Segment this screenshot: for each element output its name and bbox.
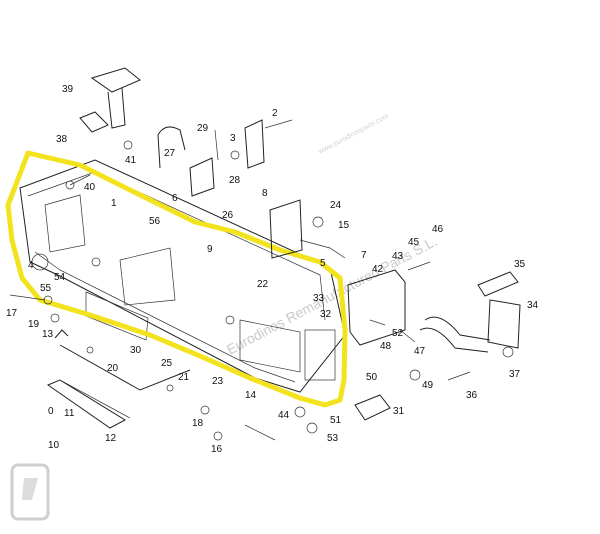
callout-22: 22 [257, 279, 269, 290]
callout-8: 8 [262, 188, 268, 199]
right-mount-plate [347, 261, 431, 346]
upper-loop [157, 126, 240, 197]
right-step-bracket [419, 271, 521, 358]
callout-0: 0 [48, 406, 54, 417]
callout-36: 36 [466, 390, 478, 401]
callout-4: 4 [28, 260, 34, 271]
lower-step [46, 379, 131, 429]
callout-25: 25 [161, 358, 173, 369]
bumper-panel [19, 159, 346, 393]
callout-55: 55 [40, 283, 52, 294]
highlight-outline [5, 150, 348, 408]
callout-16: 16 [211, 444, 223, 455]
callout-19: 19 [28, 319, 40, 330]
callout-54: 54 [54, 272, 66, 283]
callout-14: 14 [245, 390, 257, 401]
callout-layer: 3938414012329272865626982415752233324545… [6, 84, 539, 455]
callout-50: 50 [366, 372, 378, 383]
callout-28: 28 [229, 175, 241, 186]
callout-45: 45 [408, 237, 420, 248]
callout-12: 12 [105, 433, 117, 444]
callout-40: 40 [84, 182, 96, 193]
callout-49: 49 [422, 380, 434, 391]
callout-21: 21 [178, 372, 190, 383]
callout-17: 17 [6, 308, 18, 319]
callout-9: 9 [207, 244, 213, 255]
upper-hinge [244, 119, 293, 169]
callout-13: 13 [42, 329, 54, 340]
callout-30: 30 [130, 345, 142, 356]
corner-cap [354, 394, 391, 421]
hardware-lower [9, 294, 471, 441]
callout-7: 7 [361, 250, 367, 261]
lower-tube [54, 329, 191, 391]
callout-37: 37 [509, 369, 521, 380]
callout-24: 24 [330, 200, 342, 211]
callout-34: 34 [527, 300, 539, 311]
callout-53: 53 [327, 433, 339, 444]
callout-6: 6 [172, 193, 178, 204]
callout-51: 51 [330, 415, 342, 426]
callout-27: 27 [164, 148, 176, 159]
callout-10: 10 [48, 440, 60, 451]
callout-3: 3 [230, 133, 236, 144]
callout-48: 48 [380, 341, 392, 352]
callout-42: 42 [372, 264, 384, 275]
callout-29: 29 [197, 123, 209, 134]
callout-18: 18 [192, 418, 204, 429]
callout-11: 11 [64, 408, 75, 419]
callout-20: 20 [107, 363, 119, 374]
callout-33: 33 [313, 293, 325, 304]
callout-44: 44 [278, 410, 290, 421]
callout-2: 2 [272, 108, 278, 119]
watermark-text: Eurodinos Remanufactured Parts S.L. [224, 233, 440, 358]
callout-52: 52 [392, 328, 404, 339]
callout-46: 46 [432, 224, 444, 235]
callout-35: 35 [514, 259, 526, 270]
upper-bracket-left [69, 67, 141, 186]
callout-32: 32 [320, 309, 332, 320]
callout-47: 47 [414, 346, 426, 357]
callout-23: 23 [212, 376, 224, 387]
callout-1: 1 [111, 198, 117, 209]
watermark-url: www.eurodinosparts.com [317, 113, 390, 156]
callout-5: 5 [320, 258, 326, 269]
callout-41: 41 [125, 155, 137, 166]
callout-31: 31 [393, 406, 405, 417]
callout-38: 38 [56, 134, 68, 145]
watermark-logo [10, 463, 50, 521]
callout-15: 15 [338, 220, 350, 231]
mid-plate [269, 199, 346, 259]
callout-43: 43 [392, 251, 404, 262]
callout-56: 56 [149, 216, 161, 227]
callout-39: 39 [62, 84, 74, 95]
callout-26: 26 [222, 210, 234, 221]
